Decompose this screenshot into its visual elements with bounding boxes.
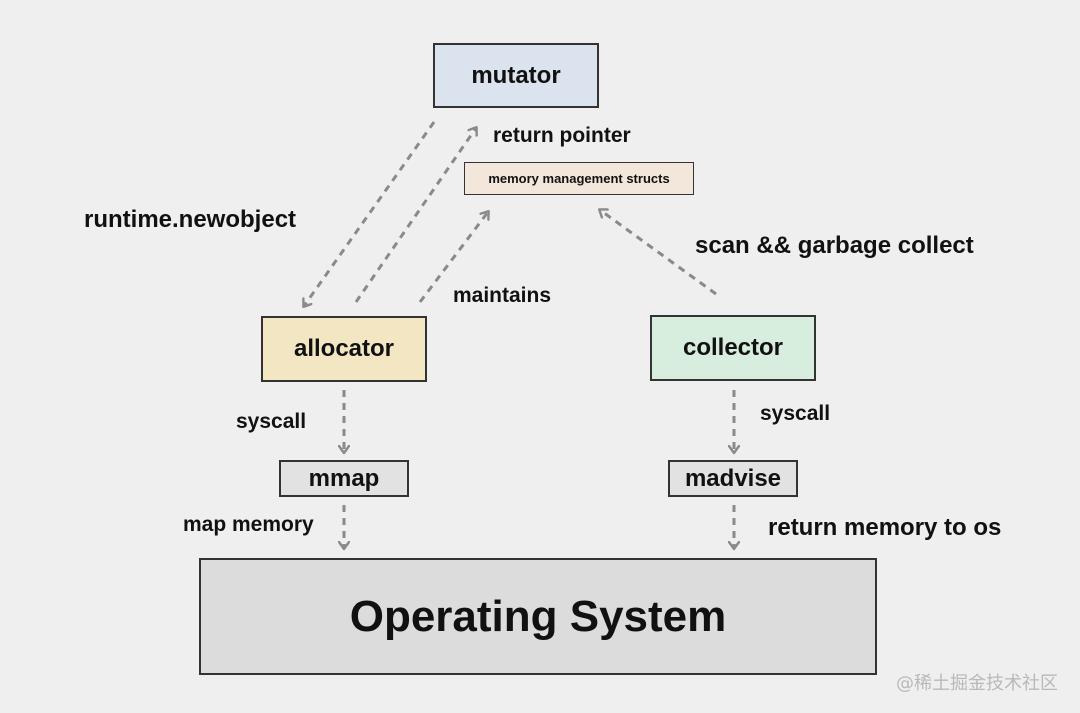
allocator-label: allocator [293, 335, 395, 362]
collector-label: collector [682, 334, 784, 361]
watermark: @稀土掘金技术社区 [896, 673, 1058, 694]
scan-gc-label: scan && garbage collect [695, 232, 974, 259]
return-pointer-label: return pointer [493, 124, 631, 147]
arrow-return-pointer [354, 128, 476, 303]
operating-system-label: Operating System [349, 591, 727, 641]
mutator-node: mutator [433, 43, 599, 108]
arrow-scan-gc [600, 210, 717, 296]
return-memory-label: return memory to os [768, 514, 1002, 541]
collector-node: collector [650, 315, 816, 381]
runtime-newobject-label: runtime.newobject [84, 206, 297, 233]
arrow-maintains [418, 212, 488, 303]
syscall-right-label: syscall [760, 402, 831, 425]
map-memory-label: map memory [183, 513, 314, 536]
madvise-node: madvise [668, 460, 798, 497]
memory-structs-label: memory management structs [488, 171, 670, 186]
memory-structs-node: memory management structs [464, 162, 694, 195]
mutator-label: mutator [471, 61, 561, 89]
arrow-newobject [304, 121, 436, 306]
madvise-label: madvise [684, 464, 782, 492]
syscall-left-label: syscall [236, 410, 307, 433]
operating-system-node: Operating System [199, 558, 877, 675]
mmap-node: mmap [279, 460, 409, 497]
allocator-node: allocator [261, 316, 427, 382]
mmap-label: mmap [308, 464, 380, 492]
maintains-label: maintains [453, 284, 552, 307]
